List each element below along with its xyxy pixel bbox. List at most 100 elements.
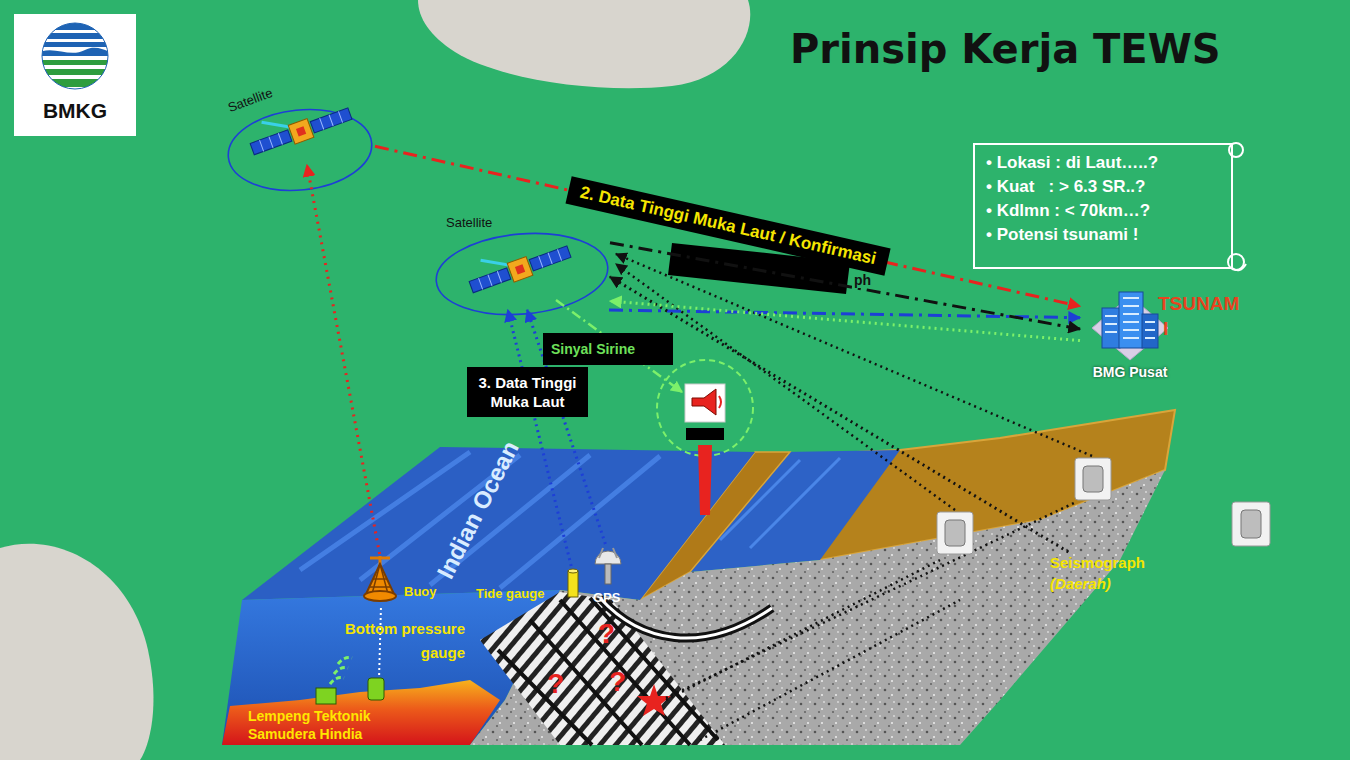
satellite-icon — [247, 106, 357, 156]
edge-label-banner: 2. Data Tinggi Muka Laut / Konfirmasi — [565, 176, 890, 276]
satellite-icon — [515, 264, 525, 274]
buoy-icon — [364, 591, 396, 601]
terrain — [480, 592, 725, 745]
tide-gauge-icon — [566, 568, 580, 600]
building-icon — [1105, 298, 1155, 338]
orbit — [433, 227, 611, 322]
satellite-icon — [469, 268, 511, 293]
terrain — [600, 598, 772, 638]
data-box: 3. Data Tinggi Muka Laut — [467, 367, 588, 419]
seismograph-station: Seismograph(Daerah) — [1050, 552, 1148, 596]
scroll-outline — [1228, 254, 1244, 270]
ocean-name: Indian Ocean — [431, 437, 524, 584]
plate-label: Lempeng Tektonik Samudera Hindia — [248, 707, 398, 743]
data-link-line — [610, 277, 1068, 552]
seismograph-label: Seismograph — [1050, 552, 1148, 573]
siren — [685, 384, 725, 422]
siren — [692, 389, 716, 415]
deco-blob — [418, 0, 750, 88]
buoy-icon — [370, 557, 390, 560]
bmkg-logo — [40, 60, 110, 65]
seismograph-icon — [1075, 458, 1111, 500]
seafloor-sensor — [379, 606, 381, 680]
satellite-label: Satellite — [226, 85, 275, 115]
station-label: Buoy — [404, 584, 437, 599]
building-icon — [1102, 308, 1120, 348]
sensor-label: Bottom pressure gauge — [328, 617, 465, 665]
satellite-icon — [288, 119, 314, 145]
siren — [686, 428, 724, 440]
question-mark: ? — [547, 668, 564, 700]
question-mark: ? — [598, 618, 615, 650]
satellite: Satellite — [225, 80, 375, 165]
alert-text: I — [1163, 318, 1168, 340]
terrain — [637, 684, 671, 716]
bmkg-logo — [40, 42, 110, 47]
box-text: 3. Data Tinggi Muka Laut — [467, 367, 588, 417]
criteria-line: • Potensi tsunami ! — [986, 223, 1255, 247]
satellite-label: Satellite — [446, 215, 492, 230]
bmkg-logo — [40, 79, 110, 87]
covered-text: ph — [852, 272, 873, 288]
leader-line — [700, 600, 960, 740]
leader-line — [666, 560, 940, 700]
satellite-icon — [466, 244, 576, 294]
logo-text: BMKG — [14, 99, 136, 123]
tide-gauge-icon — [568, 571, 578, 597]
siren — [698, 445, 712, 515]
seismograph-label: (Daerah) — [1050, 573, 1148, 594]
seismograph-icon — [945, 520, 965, 546]
scroll-outline — [1229, 143, 1243, 157]
satellite-icon — [247, 106, 353, 156]
tide-gauge-icon — [568, 569, 578, 573]
buoy: Buoy — [360, 554, 444, 604]
bmkg-logo — [40, 69, 110, 75]
building-icon — [1119, 292, 1143, 348]
satellite-icon — [479, 271, 502, 289]
siren — [719, 396, 721, 408]
gps-icon — [599, 548, 617, 558]
terrain — [222, 680, 500, 745]
siren — [657, 360, 753, 456]
bmkg-logo — [40, 22, 110, 87]
satellite-icon — [247, 106, 357, 156]
leader-line — [616, 264, 955, 510]
buoy-icon — [366, 564, 394, 594]
terrain — [470, 470, 1165, 745]
orbit — [224, 103, 376, 198]
terrain — [222, 410, 1175, 745]
gps-station: GPS — [590, 544, 626, 608]
satellite-icon — [466, 244, 576, 294]
orbit — [224, 103, 611, 322]
gps-icon — [591, 544, 625, 586]
gps-icon — [591, 544, 625, 586]
deco-blob — [0, 544, 153, 760]
satellite-icon — [310, 108, 352, 133]
satellite-icon — [250, 130, 292, 155]
seismograph-icon — [937, 512, 973, 554]
gps-icon — [605, 564, 611, 584]
bmkg-logo — [42, 23, 108, 89]
bmkg-logo — [14, 14, 136, 136]
question-mark: ? — [609, 666, 626, 698]
satellite-icon — [320, 111, 343, 129]
buoy-icon — [370, 564, 390, 594]
box-text: Sinyal Sirine — [543, 333, 673, 365]
criteria-line: • Kuat : > 6.3 SR..? — [986, 175, 1255, 199]
signal-box: Sinyal Sirine — [543, 333, 673, 367]
alert-text: TSUNAM — [1158, 293, 1239, 315]
building-label: BMG Pusat — [1080, 364, 1180, 380]
bmkg-logo — [40, 48, 110, 56]
leader-line — [616, 254, 1092, 456]
satellite-icon — [466, 244, 572, 294]
station-label: Tide gauge — [476, 586, 544, 601]
bmkg-logo — [14, 14, 136, 136]
buoy-icon — [362, 554, 398, 602]
tide-gauge-icon — [566, 568, 580, 600]
satellite-icon — [260, 133, 283, 151]
